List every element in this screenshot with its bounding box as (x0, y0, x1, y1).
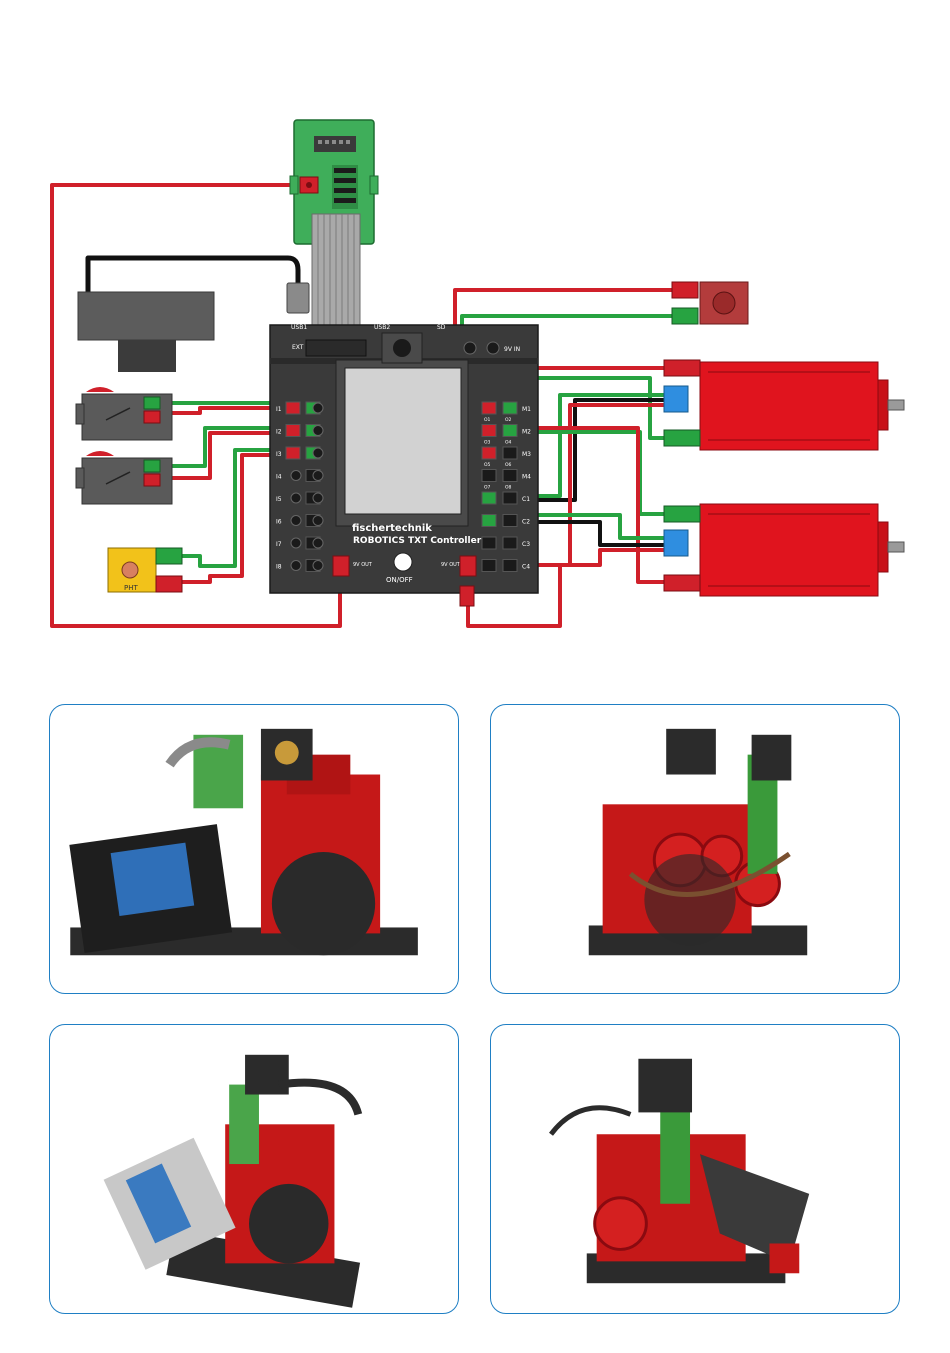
output-label: O4 (505, 440, 512, 446)
output-socket[interactable] (503, 560, 517, 572)
wire-camera-usb (88, 258, 298, 292)
input-label: I8 (276, 564, 282, 571)
motor-1 (664, 360, 904, 450)
input-label: I3 (276, 451, 282, 458)
wiring-diagram: PHT (0, 0, 950, 680)
input-label: I5 (276, 496, 282, 503)
output-label: C4 (522, 564, 530, 571)
input-socket[interactable] (291, 538, 301, 548)
output-label: O6 (505, 462, 512, 468)
output-socket[interactable] (503, 515, 517, 527)
motor-2 (664, 504, 904, 596)
power-out-right-label: 9V OUT (441, 562, 461, 568)
output-socket[interactable] (482, 402, 496, 414)
input-label: I2 (276, 429, 282, 436)
output-label: M3 (522, 451, 531, 458)
output-socket[interactable] (482, 470, 496, 482)
robot-photo-rear (491, 705, 899, 993)
power-in-label: 9V IN (504, 346, 520, 353)
output-socket[interactable] (482, 560, 496, 572)
output-label: C1 (522, 496, 530, 503)
input-socket[interactable] (291, 516, 301, 526)
ground-socket[interactable] (313, 471, 323, 481)
output-socket[interactable] (503, 402, 517, 414)
input-socket[interactable] (291, 493, 301, 503)
output-label: O2 (505, 417, 512, 423)
photo-side-view-left (49, 1024, 459, 1314)
output-label: C2 (522, 519, 530, 526)
lamp (672, 282, 748, 324)
power-out-left-label: 9V OUT (353, 562, 373, 568)
model-label: ROBOTICS TXT Controller (353, 536, 482, 546)
ground-socket[interactable] (313, 448, 323, 458)
usb2-label: USB2 (374, 324, 390, 331)
output-socket[interactable] (482, 425, 496, 437)
input-socket[interactable] (286, 402, 300, 414)
output-label: O8 (505, 485, 512, 491)
power-button[interactable] (394, 553, 412, 571)
output-socket[interactable] (503, 425, 517, 437)
output-socket[interactable] (482, 537, 496, 549)
output-socket[interactable] (482, 447, 496, 459)
ground-socket[interactable] (313, 561, 323, 571)
phototransistor: PHT (108, 548, 182, 592)
photo-front-view (49, 704, 459, 994)
output-label: M4 (522, 474, 531, 481)
input-socket[interactable] (286, 425, 300, 437)
robot-photo-side-right (491, 1025, 899, 1313)
output-label: C3 (522, 541, 530, 548)
output-socket[interactable] (503, 537, 517, 549)
ground-socket[interactable] (313, 426, 323, 436)
output-socket[interactable] (503, 447, 517, 459)
photo-side-view-right (490, 1024, 900, 1314)
ground-socket[interactable] (313, 493, 323, 503)
output-socket[interactable] (503, 492, 517, 504)
brand-label: fischertechnik (352, 523, 432, 534)
input-label: I4 (276, 474, 282, 481)
ext-label: EXT (292, 344, 304, 351)
output-label: M2 (522, 429, 531, 436)
ground-socket[interactable] (313, 538, 323, 548)
input-socket[interactable] (291, 471, 301, 481)
output-socket[interactable] (482, 515, 496, 527)
input-label: I7 (276, 541, 282, 548)
output-label: O1 (484, 417, 491, 423)
switch-1 (76, 387, 172, 440)
sd-label: SD (437, 324, 446, 331)
output-label: O7 (484, 485, 491, 491)
usb1-label: USB1 (291, 324, 307, 331)
photo-rear-view (490, 704, 900, 994)
input-socket[interactable] (286, 447, 300, 459)
output-socket[interactable] (482, 492, 496, 504)
output-label: O3 (484, 440, 491, 446)
robot-photo-side-left (50, 1025, 458, 1313)
switch-2 (76, 451, 172, 504)
input-socket[interactable] (291, 561, 301, 571)
output-label: O5 (484, 462, 491, 468)
input-label: I1 (276, 406, 282, 413)
ground-socket[interactable] (313, 516, 323, 526)
pht-label: PHT (124, 584, 138, 592)
output-socket[interactable] (503, 470, 517, 482)
output-label: M1 (522, 406, 531, 413)
robot-photo-front (50, 705, 458, 993)
ground-socket[interactable] (313, 403, 323, 413)
extension-board (290, 120, 378, 354)
txt-controller: USB1 USB2 EXT SD 9V IN fischertechnik RO… (270, 324, 538, 606)
input-label: I6 (276, 519, 282, 526)
on-off-label: ON/OFF (386, 576, 413, 584)
